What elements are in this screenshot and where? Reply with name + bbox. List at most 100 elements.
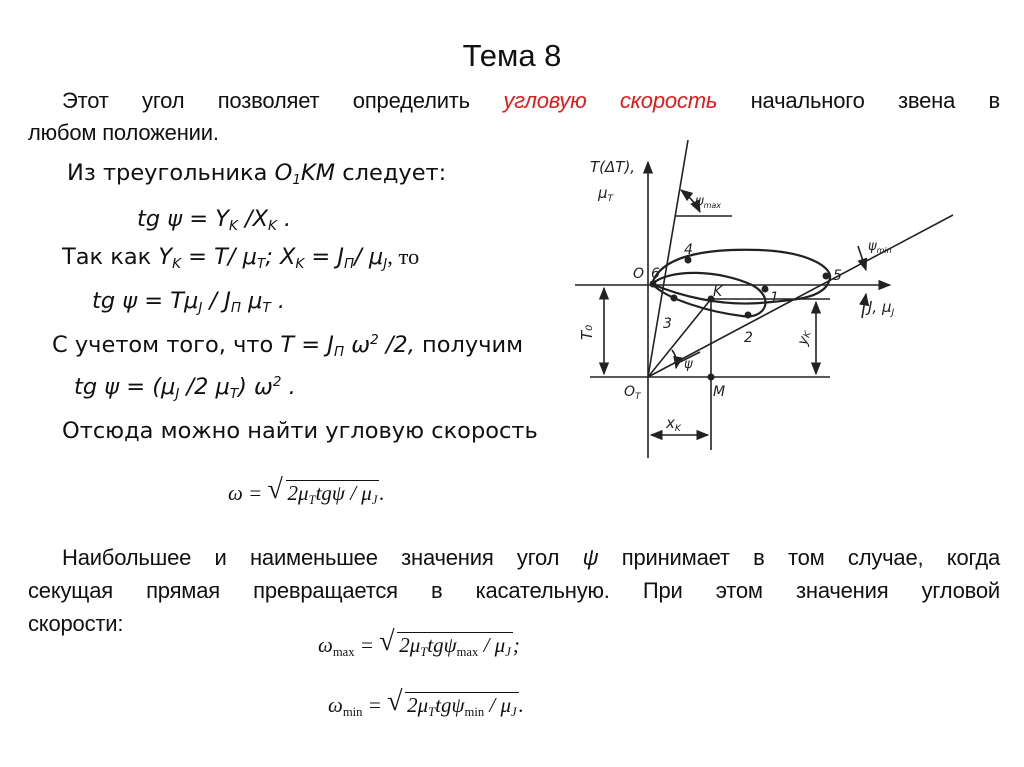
sub: T	[308, 492, 316, 507]
eq-part: / μ	[478, 633, 506, 657]
eq-end: .	[518, 693, 524, 717]
sub: П	[344, 256, 355, 273]
var-KM: KM	[300, 160, 336, 186]
point-K	[707, 295, 715, 303]
eq-lhs: ω	[328, 693, 343, 717]
label-5: 5	[833, 268, 842, 284]
sqrt-symbol: √2μTtgψ / μJ	[268, 474, 380, 508]
sub: П	[333, 344, 345, 361]
sup: 2	[272, 374, 282, 390]
psi-max-arc	[679, 189, 701, 214]
eq-part: tg ψ = Y	[137, 206, 229, 232]
psi-arc	[671, 349, 684, 370]
eq-part: /2 μ	[179, 374, 230, 401]
sub: T	[262, 300, 271, 317]
sub: K	[172, 256, 182, 273]
sub: max	[332, 644, 355, 659]
eq-part: tg ψ = Tμ	[92, 288, 199, 314]
radical-icon: √	[267, 474, 283, 505]
psi-min-label: ψmin	[868, 239, 892, 255]
eq-part: .	[276, 206, 292, 232]
equation-tg-psi-3: tg ψ = (μJ /2 μT) ω2 .	[74, 374, 296, 402]
tangent-psi-min	[647, 214, 954, 378]
eq-part: /X	[237, 206, 269, 232]
conclusion-line-3: скорости:	[28, 611, 124, 636]
label-T0: T₀	[578, 325, 596, 340]
eq-part: tgψ / μ	[315, 481, 372, 505]
sub: J	[505, 644, 511, 659]
eq-part: / μ	[484, 693, 512, 717]
eq-part: ; X	[265, 244, 296, 270]
label-4: 4	[684, 242, 693, 258]
intro-text-b: начального звена в	[750, 88, 1001, 113]
sub: П	[230, 300, 241, 317]
intro-text-a: Этот угол позволяет определить	[62, 88, 470, 113]
eq-part: 2μ	[407, 693, 429, 717]
intro-line-2: любом положении.	[28, 120, 219, 145]
point-1	[761, 285, 769, 293]
sub: J	[198, 300, 203, 317]
omega-formula: ω = √2μTtgψ / μJ.	[228, 474, 385, 508]
label-O: O	[633, 266, 644, 282]
point-3	[670, 294, 678, 302]
eq-part: / μ	[354, 244, 384, 270]
text: принимает в том случае, когда	[598, 545, 1000, 570]
omega-max-formula: ωmax = √2μTtgψmax / μJ;	[318, 626, 520, 660]
eq-part: ω	[344, 332, 371, 359]
eq-part: μ	[241, 288, 263, 314]
label-K: K	[713, 284, 724, 300]
conclusion-line-2: секущая прямая превращается в касательну…	[28, 578, 1000, 603]
tangent-psi-max	[647, 139, 689, 378]
point-4	[684, 256, 692, 264]
sub: T	[256, 256, 266, 273]
text: Наибольшее и наименьшее значения угол	[62, 545, 583, 570]
text: следует:	[335, 160, 447, 186]
eq-part: ) ω	[238, 374, 273, 401]
eq-part: 2μ	[399, 633, 421, 657]
sub: min	[342, 704, 363, 719]
eq-sign: =	[354, 633, 380, 657]
label-6: 6	[651, 266, 660, 282]
label-1: 1	[770, 290, 779, 306]
secant-OT-K	[647, 298, 712, 378]
eq-part: .	[270, 288, 286, 314]
eq-part: tg ψ = (μ	[74, 374, 176, 401]
eq-part: 2μ	[287, 481, 309, 505]
var-psi: ψ	[582, 545, 599, 570]
sub: J	[371, 492, 378, 507]
var: Y	[158, 244, 173, 270]
sub: T	[229, 386, 239, 403]
radical-icon: √	[387, 686, 403, 717]
y-axis-scale-label: μT	[597, 184, 615, 204]
highlight-angular-velocity: угловую скорость	[503, 88, 718, 113]
text: получим	[414, 332, 524, 359]
sub: J	[511, 704, 517, 719]
omega-min-formula: ωmin = √2μTtgψmin / μJ.	[328, 686, 524, 720]
sub: K	[268, 218, 277, 235]
eq-part: tgψ	[435, 693, 465, 717]
eq-lhs: ω	[318, 633, 333, 657]
psi-max-label: ψmax	[695, 194, 721, 210]
eq-part: = J	[304, 244, 345, 270]
eq-lhs: ω =	[228, 481, 268, 505]
sqrt-body: 2μTtgψmin / μJ	[405, 692, 519, 720]
energy-mass-diagram: T(ΔT), μT ψmax ψmin J, μJ O 6 4 5 1 2 3 …	[575, 139, 954, 458]
equation-tg-psi-2: tg ψ = TμJ / JП μT .	[92, 288, 285, 316]
eq-part: = T/ μ	[181, 244, 257, 270]
text: Из треугольника	[67, 160, 275, 186]
eq-part: T = J	[280, 332, 334, 359]
sqrt-body: 2μTtgψmax / μJ	[397, 632, 513, 660]
equation-tg-psi-1: tg ψ = YK /XK .	[137, 206, 291, 234]
given-line: С учетом того, что T = JП ω2 /2, получим	[52, 332, 523, 360]
label-2: 2	[744, 330, 753, 346]
text: Так как	[62, 244, 159, 270]
psi-min-arrow-top	[857, 245, 868, 272]
label-3: 3	[663, 316, 672, 332]
sqrt-body: 2μTtgψ / μJ	[285, 480, 380, 508]
sub: J	[175, 386, 180, 403]
psi-min-arrow-bottom	[859, 292, 870, 319]
sub: J	[383, 256, 388, 273]
point-5	[822, 272, 830, 280]
sup: 2	[370, 332, 379, 348]
sub: T	[420, 644, 428, 659]
